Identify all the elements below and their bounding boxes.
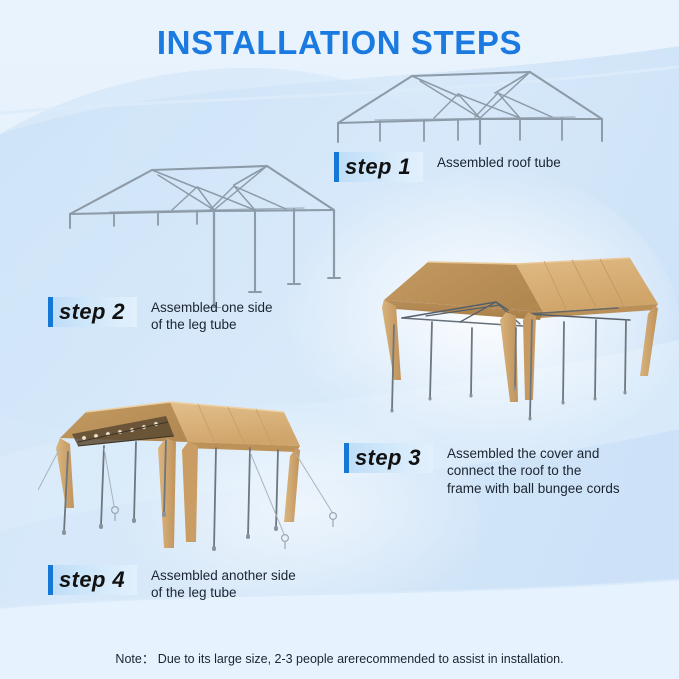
page-title: INSTALLATION STEPS xyxy=(156,24,523,61)
step-description-4: Assembled another side of the leg tube xyxy=(150,568,296,601)
illustration-step-1 xyxy=(336,70,604,146)
step-row-2: step 2 Assembled one side of the leg tub… xyxy=(48,297,273,334)
illustration-step-3 xyxy=(382,257,658,421)
step-tag-3: step 3 xyxy=(344,443,433,473)
step-row-4: step 4 Assembled another side of the leg… xyxy=(48,565,296,602)
illustration-step-4 xyxy=(38,401,338,551)
step-description-1: Assembled roof tube xyxy=(436,155,561,170)
step-description-2: Assembled one side of the leg tube xyxy=(150,300,273,333)
installation-note: Note： Due to its large size, 2-3 people … xyxy=(115,652,564,666)
step-row-1: step 1 Assembled roof tube xyxy=(334,152,561,182)
step-tag-1: step 1 xyxy=(334,152,423,182)
step-row-3: step 3 Assembled the cover and connect t… xyxy=(344,443,620,497)
step-tag-4: step 4 xyxy=(48,565,137,595)
step-tag-2: step 2 xyxy=(48,297,137,327)
step-description-3: Assembled the cover and connect the roof… xyxy=(446,446,620,496)
illustration-step-2 xyxy=(68,164,341,308)
